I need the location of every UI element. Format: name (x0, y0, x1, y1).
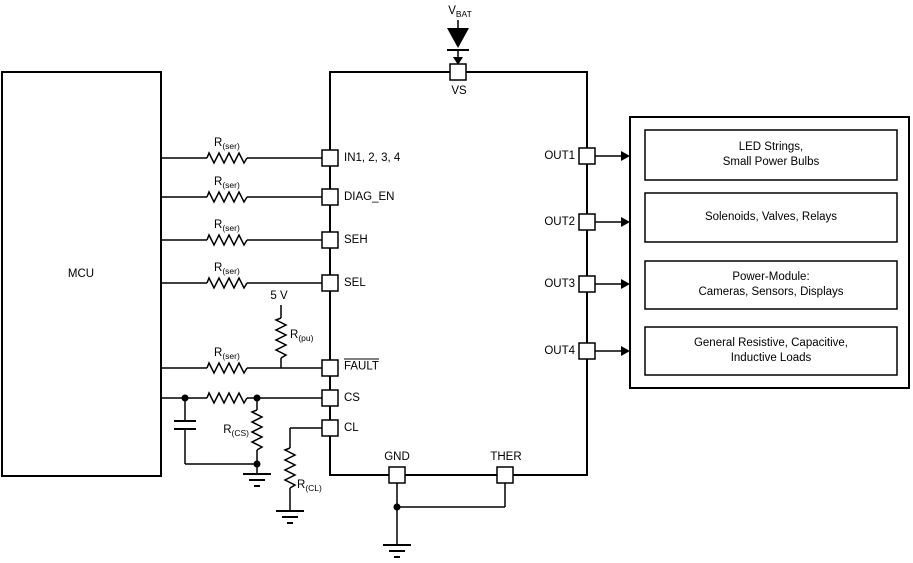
arrow-down-icon (453, 57, 463, 65)
arrow-right-icon-out1 (621, 151, 630, 161)
pin-label-fault: FAULT (344, 358, 379, 374)
pin-label-gnd: GND (384, 451, 410, 463)
wire-gnd-ther (396, 483, 506, 545)
pin-out4 (578, 342, 596, 360)
pin-out3 (578, 275, 596, 293)
load-box-2 (644, 192, 898, 243)
pin-sel (321, 274, 339, 292)
junction-dot-rcs-bottom (253, 460, 261, 468)
load-label-solenoids: Solenoids, Valves, Relays (704, 211, 838, 223)
pin-label-seh: SEH (344, 234, 368, 246)
load-label-power-module: Power-Module: Cameras, Sensors, Displays (698, 271, 844, 298)
mcu-block (1, 71, 162, 477)
pin-label-out4: OUT4 (544, 345, 575, 357)
ic-block (329, 71, 588, 476)
arrow-right-icon-out4 (621, 346, 630, 356)
vbat-label: VBAT (448, 4, 472, 18)
pin-label-vs: VS (451, 85, 467, 97)
ground-symbol-gnd (383, 544, 411, 558)
rser-sub: (ser) (222, 180, 240, 190)
load-box-1 (644, 129, 898, 181)
arrow-right-icon-out3 (621, 279, 630, 289)
resistor-rcl (283, 447, 297, 489)
rser-sub: (ser) (222, 141, 240, 151)
pin-cs (321, 389, 339, 407)
pin-label-sel: SEL (344, 277, 366, 289)
resistor-label-rcl: R(CL) (297, 478, 322, 492)
resistor-rser-diag-en (206, 190, 248, 204)
resistor-rpu (274, 317, 288, 359)
pullup-voltage-label: 5 V (270, 290, 288, 302)
pin-label-ther: THER (490, 451, 522, 463)
rser-base: R (214, 347, 223, 359)
pin-diag-en (321, 188, 339, 206)
mcu-label: MCU (67, 268, 95, 280)
resistor-label-rpu: R(pu) (290, 328, 313, 342)
load-box-3 (644, 260, 898, 310)
pin-label-out1: OUT1 (544, 150, 575, 162)
junction-dot-cap (181, 394, 189, 402)
resistor-label-rser-fault: R(ser) (214, 346, 240, 360)
rser-base: R (214, 176, 223, 188)
rcs-base: R (223, 424, 232, 436)
pin-label-out3: OUT3 (544, 278, 575, 290)
resistor-rser-fault (206, 361, 248, 375)
arrow-right-icon-out2 (621, 217, 630, 227)
wire-capacitor (184, 398, 257, 465)
pin-vs (449, 63, 467, 81)
load-box-4 (644, 326, 898, 376)
resistor-rser-in (206, 151, 248, 165)
pin-fault (321, 359, 339, 377)
pin-seh (321, 231, 339, 249)
pin-gnd (388, 466, 406, 484)
pin-label-cl: CL (344, 422, 359, 434)
load-label-general-loads: General Resistive, Capacitive, Inductive… (693, 337, 849, 364)
pin-out1 (578, 147, 596, 165)
resistor-label-rser-seh: R(ser) (214, 218, 240, 232)
rser-sub: (ser) (222, 351, 240, 361)
rpu-sub: (pu) (298, 333, 314, 343)
junction-dot-rcs-top (253, 394, 261, 402)
pin-label-cs: CS (344, 392, 360, 404)
pin-label-out2: OUT2 (544, 216, 575, 228)
rcl-base: R (297, 479, 306, 491)
rser-sub: (ser) (222, 223, 240, 233)
vbat-base: V (448, 5, 456, 17)
rcl-sub: (CL) (305, 483, 322, 493)
rpu-base: R (290, 329, 299, 341)
load-label-led-strings: LED Strings, Small Power Bulbs (722, 141, 820, 168)
junction-dot-gnd (393, 503, 401, 511)
vbat-sub: BAT (455, 9, 472, 19)
resistor-rser-sel (206, 276, 248, 290)
pin-cl (321, 419, 339, 437)
wire-cl (289, 427, 322, 511)
pin-label-diag-en: DIAG_EN (344, 191, 395, 203)
ground-symbol-rcs (243, 473, 271, 487)
rser-sub: (ser) (222, 266, 240, 276)
pin-label-in: IN1, 2, 3, 4 (344, 152, 401, 164)
rser-base: R (214, 137, 223, 149)
resistor-label-rser-diag-en: R(ser) (214, 175, 240, 189)
rser-base: R (214, 219, 223, 231)
rser-base: R (214, 262, 223, 274)
pin-ther (496, 466, 514, 484)
rcs-sub: (CS) (231, 428, 249, 438)
resistor-label-rcs: R(CS) (205, 423, 249, 437)
pin-out2 (578, 213, 596, 231)
resistor-cs-line (206, 391, 248, 405)
resistor-label-rser-sel: R(ser) (214, 261, 240, 275)
resistor-rcs (250, 409, 264, 451)
resistor-label-rser-in: R(ser) (214, 136, 240, 150)
diode-icon (447, 28, 469, 48)
resistor-rser-seh (206, 233, 248, 247)
ground-symbol-rcl (276, 510, 304, 524)
pin-in (321, 149, 339, 167)
fault-overline-text: FAULT (344, 358, 379, 373)
capacitor-icon (174, 420, 196, 430)
